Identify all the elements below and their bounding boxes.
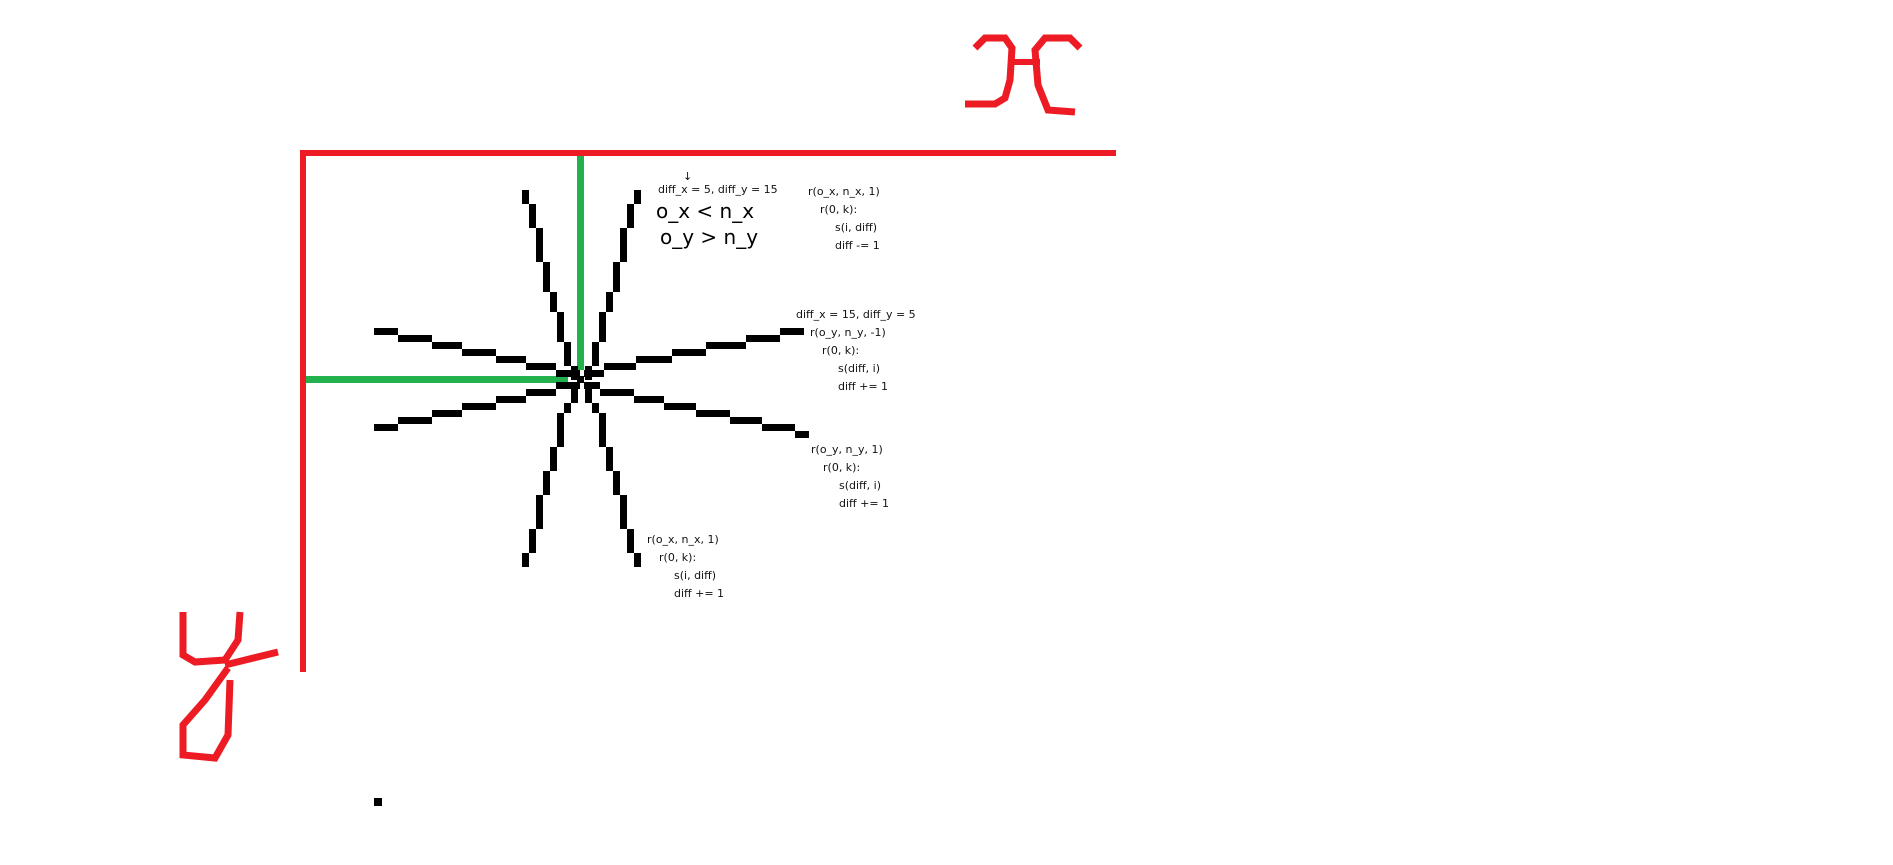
annotation-right-upper: diff_x = 15, diff_y = 5 r(o_y, n_y, -1) … (796, 308, 916, 393)
block-top-line-3: s(i, diff) (835, 221, 877, 234)
annotation-bottom: r(o_x, n_x, 1) r(0, k): s(i, diff) diff … (647, 533, 724, 600)
axes (300, 150, 1116, 672)
block-bottom-line-4: diff += 1 (674, 587, 724, 600)
star-rays (374, 190, 809, 806)
annotation-top: ↓ diff_x = 5, diff_y = 15 o_x < n_x o_y … (656, 170, 880, 252)
x-axis-line (300, 150, 1116, 156)
block-top-line-4: diff -= 1 (835, 239, 880, 252)
block-right-upper-line-1: r(o_y, n_y, -1) (810, 326, 886, 339)
block-bottom-line-2: r(0, k): (659, 551, 696, 564)
vertical-guide (577, 156, 584, 370)
x-axis-letter: x (965, 34, 1083, 116)
handwritten-condition-1: o_x < n_x (656, 199, 754, 223)
top-header: diff_x = 5, diff_y = 15 (658, 183, 778, 196)
block-right-upper-line-3: s(diff, i) (838, 362, 880, 375)
block-right-lower-line-2: r(0, k): (823, 461, 860, 474)
block-right-upper-line-2: r(0, k): (822, 344, 859, 357)
ray-right-up (584, 328, 804, 377)
ray-down-right (585, 389, 641, 567)
ray-up-right (585, 190, 641, 380)
block-top-line-1: r(o_x, n_x, 1) (808, 185, 880, 198)
arrow-marker: ↓ (683, 170, 692, 183)
ray-up-left (522, 190, 578, 380)
y-axis-line (300, 150, 306, 672)
handwritten-condition-2: o_y > n_y (660, 225, 758, 249)
guides (306, 156, 584, 383)
right-header: diff_x = 15, diff_y = 5 (796, 308, 916, 321)
stray-dot (374, 798, 382, 806)
block-top-line-2: r(0, k): (820, 203, 857, 216)
block-right-lower-line-1: r(o_y, n_y, 1) (811, 443, 883, 456)
block-bottom-line-1: r(o_x, n_x, 1) (647, 533, 719, 546)
horizontal-guide (306, 376, 568, 383)
block-right-lower-line-4: diff += 1 (839, 497, 889, 510)
block-bottom-line-3: s(i, diff) (674, 569, 716, 582)
annotation-right-lower: r(o_y, n_y, 1) r(0, k): s(diff, i) diff … (811, 443, 889, 510)
block-right-upper-line-4: diff += 1 (838, 380, 888, 393)
ray-right-down (584, 382, 809, 438)
block-right-lower-line-3: s(diff, i) (839, 479, 881, 492)
ray-left-up (374, 328, 580, 377)
y-axis-letter: y (179, 611, 279, 762)
center-pixel (577, 376, 584, 383)
ray-down-left (522, 389, 578, 567)
ray-left-down (374, 382, 580, 431)
